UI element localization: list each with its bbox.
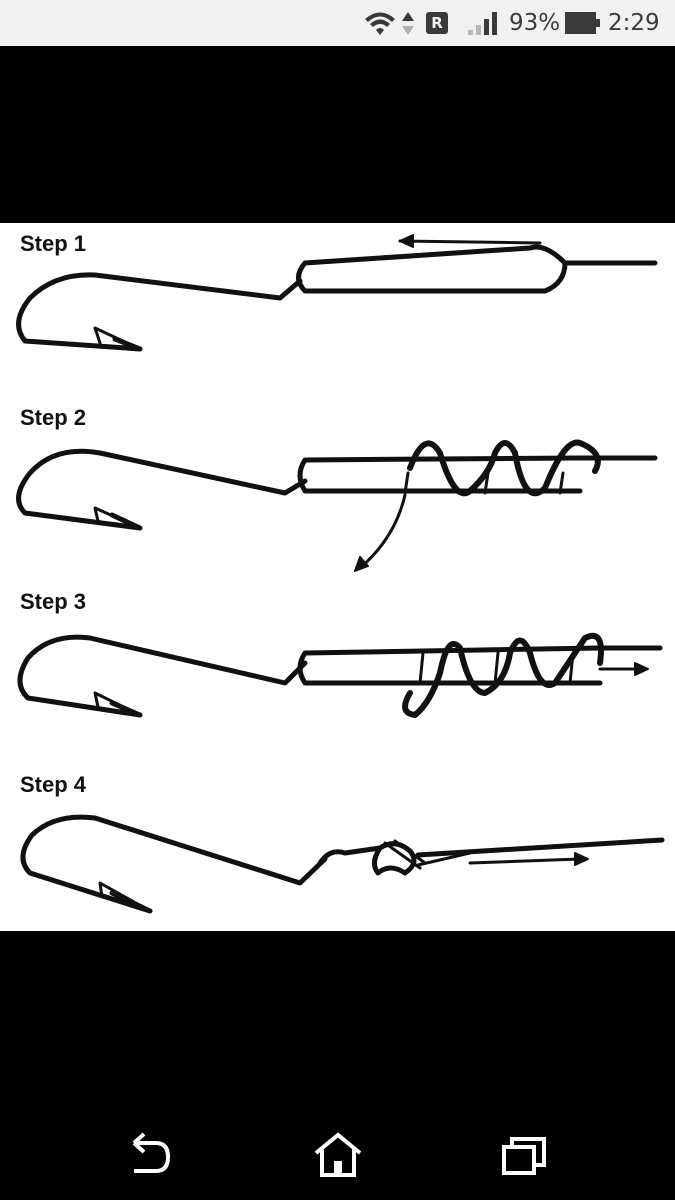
hook-icon: [16, 272, 303, 352]
roaming-icon: R: [426, 0, 448, 46]
status-bar: R 93% 2:29: [0, 0, 675, 46]
knot-diagram: Step 1 Step 2 Step 3 Step 4: [0, 223, 675, 931]
letterbox-top: [0, 46, 675, 223]
step-2-label: Step 2: [20, 405, 87, 430]
hook-icon: [20, 814, 328, 914]
direction-arrow: [398, 234, 542, 248]
data-arrows-icon: [399, 0, 417, 46]
recents-icon: [502, 1137, 546, 1175]
line-loop-with-wraps: [297, 439, 658, 497]
line-loop: [296, 244, 658, 294]
recents-button[interactable]: [496, 1125, 556, 1185]
battery-icon: [564, 0, 602, 46]
step-1-drawing: [16, 234, 658, 352]
step-1-label: Step 1: [20, 231, 87, 256]
letterbox-bottom: [0, 931, 675, 1200]
finished-knot: [317, 837, 665, 876]
step-4-label: Step 4: [20, 772, 87, 797]
pull-arrow: [598, 662, 649, 676]
tag-end-arrow: [354, 493, 407, 572]
hook-icon: [16, 448, 308, 531]
step-4-drawing: [20, 814, 665, 914]
tension-arrow: [468, 852, 589, 866]
clock: 2:29: [608, 10, 660, 36]
step-2-drawing: [16, 439, 658, 572]
battery-percent: 93%: [509, 10, 561, 36]
hook-icon: [17, 634, 308, 718]
step-3-drawing: [17, 632, 663, 718]
signal-icon: [466, 0, 498, 46]
line-loop-with-wraps: [297, 632, 663, 718]
back-icon: [132, 1132, 171, 1173]
back-button[interactable]: [120, 1125, 180, 1185]
home-icon: [314, 1132, 362, 1177]
wifi-icon: [362, 0, 398, 46]
step-3-label: Step 3: [20, 589, 87, 614]
roaming-badge: R: [426, 12, 448, 34]
home-button[interactable]: [308, 1125, 368, 1185]
